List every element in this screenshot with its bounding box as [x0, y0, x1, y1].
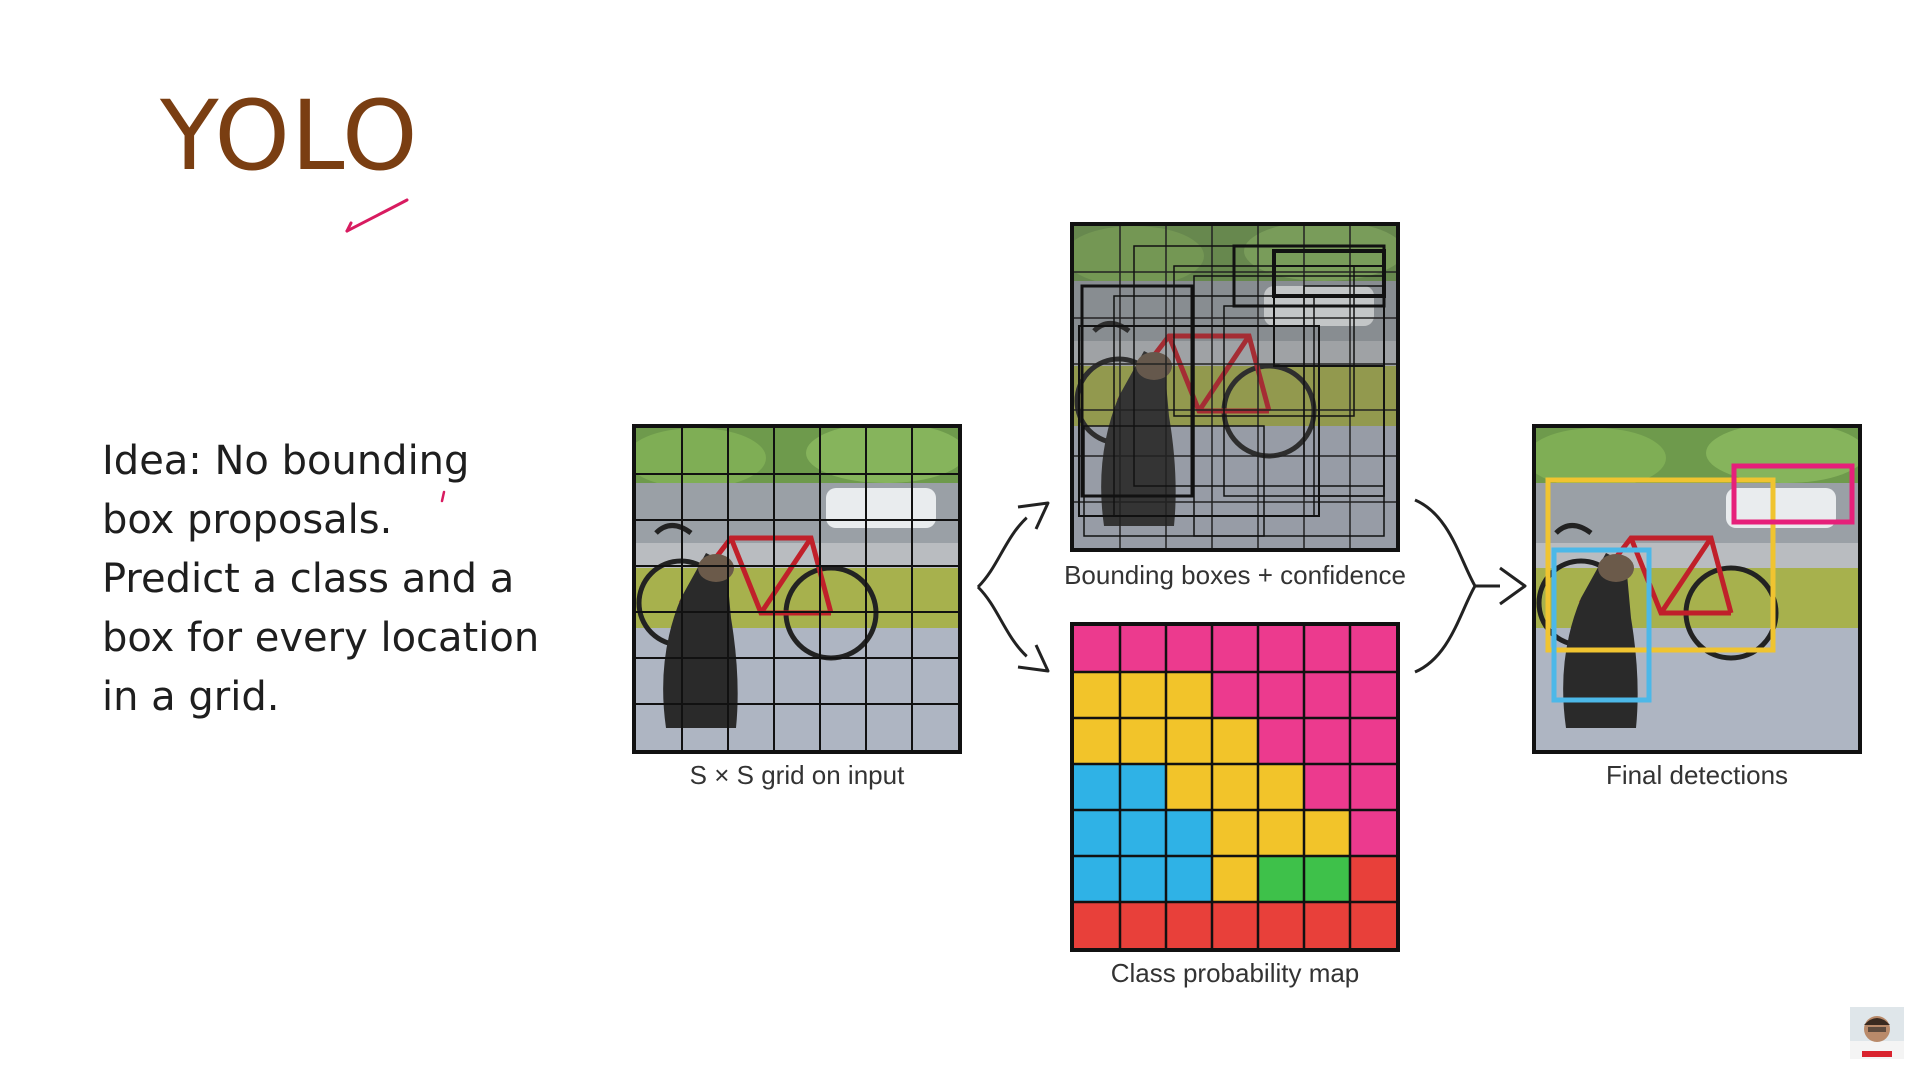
caption-input: S × S grid on input	[689, 760, 905, 790]
idea-line: box proposals.	[102, 497, 393, 543]
bicycle-handlebar	[1554, 523, 1593, 536]
tree-foliage	[1074, 226, 1204, 286]
pen-annotation-tick	[440, 490, 446, 503]
caption-boxes: Bounding boxes + confidence	[1064, 560, 1406, 590]
detection-box-car	[1731, 463, 1855, 525]
candidate-box	[1303, 285, 1385, 497]
class-cell-bicycle	[1120, 718, 1166, 764]
class-cell-car	[1304, 626, 1350, 672]
class-cell-red	[1304, 902, 1350, 948]
class-cell-car	[1212, 672, 1258, 718]
bicycle-handlebar	[654, 523, 693, 536]
slide-title: YOLO	[160, 80, 419, 192]
class-cell-car	[1350, 764, 1396, 810]
class-cell-bicycle	[1258, 810, 1304, 856]
class-cell-bicycle	[1166, 672, 1212, 718]
class-cell-car	[1074, 626, 1120, 672]
split-arrow	[976, 501, 1050, 673]
merge-arrow	[1414, 498, 1527, 674]
class-cell-dog	[1074, 810, 1120, 856]
class-cell-red	[1350, 856, 1396, 902]
class-cell-red	[1120, 902, 1166, 948]
class-cell-dog	[1166, 856, 1212, 902]
caption-final: Final detections	[1605, 760, 1789, 790]
car	[826, 488, 936, 528]
class-cell-dog	[1074, 764, 1120, 810]
class-probability-map	[1070, 622, 1400, 952]
class-cell-car	[1350, 672, 1396, 718]
final-detections-image	[1532, 424, 1862, 754]
dog	[1563, 553, 1638, 728]
bicycle-handlebar	[1092, 321, 1131, 334]
class-cell-red	[1166, 902, 1212, 948]
presenter-avatar	[1850, 1007, 1904, 1059]
car	[1726, 488, 1836, 528]
class-cell-red	[1074, 902, 1120, 948]
class-cell-bicycle	[1074, 672, 1120, 718]
class-cell-car	[1350, 718, 1396, 764]
candidate-box	[1083, 425, 1265, 537]
tree-foliage	[1706, 428, 1858, 483]
idea-line: in a grid.	[102, 674, 280, 720]
class-cell-bicycle	[1304, 810, 1350, 856]
class-cell-red	[1258, 902, 1304, 948]
idea-text: Idea: No bounding box proposals. Predict…	[102, 432, 572, 727]
tree-foliage	[806, 428, 958, 483]
dog-face	[1136, 352, 1172, 380]
idea-line: box for every location	[102, 615, 540, 661]
class-cell-green	[1258, 856, 1304, 902]
class-cell-red	[1350, 902, 1396, 948]
class-cell-car	[1350, 626, 1396, 672]
detection-box-dog	[1551, 547, 1652, 703]
dog-face	[698, 554, 734, 582]
class-cell-green	[1304, 856, 1350, 902]
candidate-box	[1113, 295, 1315, 517]
class-cell-car	[1258, 672, 1304, 718]
class-cell-car	[1304, 718, 1350, 764]
idea-line: Idea: No bounding	[102, 438, 470, 484]
idea-line: Predict a class and a	[102, 556, 515, 602]
class-cell-car	[1120, 626, 1166, 672]
tree-foliage	[636, 428, 766, 488]
class-cell-car	[1166, 626, 1212, 672]
dog-face	[1598, 554, 1634, 582]
class-cell-dog	[1120, 810, 1166, 856]
candidate-box	[1272, 249, 1386, 298]
class-cell-dog	[1120, 856, 1166, 902]
class-cell-car	[1350, 810, 1396, 856]
candidate-box	[1173, 265, 1355, 417]
class-cell-car	[1304, 764, 1350, 810]
class-cell-bicycle	[1166, 764, 1212, 810]
caption-classes: Class probability map	[1110, 958, 1360, 988]
input-grid-image	[632, 424, 962, 754]
class-cell-bicycle	[1166, 718, 1212, 764]
tree-foliage	[1536, 428, 1666, 488]
class-cell-bicycle	[1212, 764, 1258, 810]
pen-annotation-arrow	[345, 198, 409, 233]
bounding-boxes-image	[1070, 222, 1400, 552]
class-cell-bicycle	[1212, 810, 1258, 856]
class-cell-bicycle	[1212, 718, 1258, 764]
tree-foliage	[1244, 226, 1396, 281]
class-cell-bicycle	[1258, 764, 1304, 810]
class-cell-bicycle	[1120, 672, 1166, 718]
detection-box-bicycle	[1545, 477, 1776, 653]
candidate-box	[1080, 284, 1194, 498]
class-cell-dog	[1166, 810, 1212, 856]
class-cell-car	[1258, 718, 1304, 764]
class-cell-dog	[1120, 764, 1166, 810]
class-cell-red	[1212, 902, 1258, 948]
class-cell-car	[1212, 626, 1258, 672]
class-cell-bicycle	[1212, 856, 1258, 902]
class-cell-car	[1258, 626, 1304, 672]
class-cell-car	[1304, 672, 1350, 718]
class-cell-bicycle	[1074, 718, 1120, 764]
class-cell-dog	[1074, 856, 1120, 902]
